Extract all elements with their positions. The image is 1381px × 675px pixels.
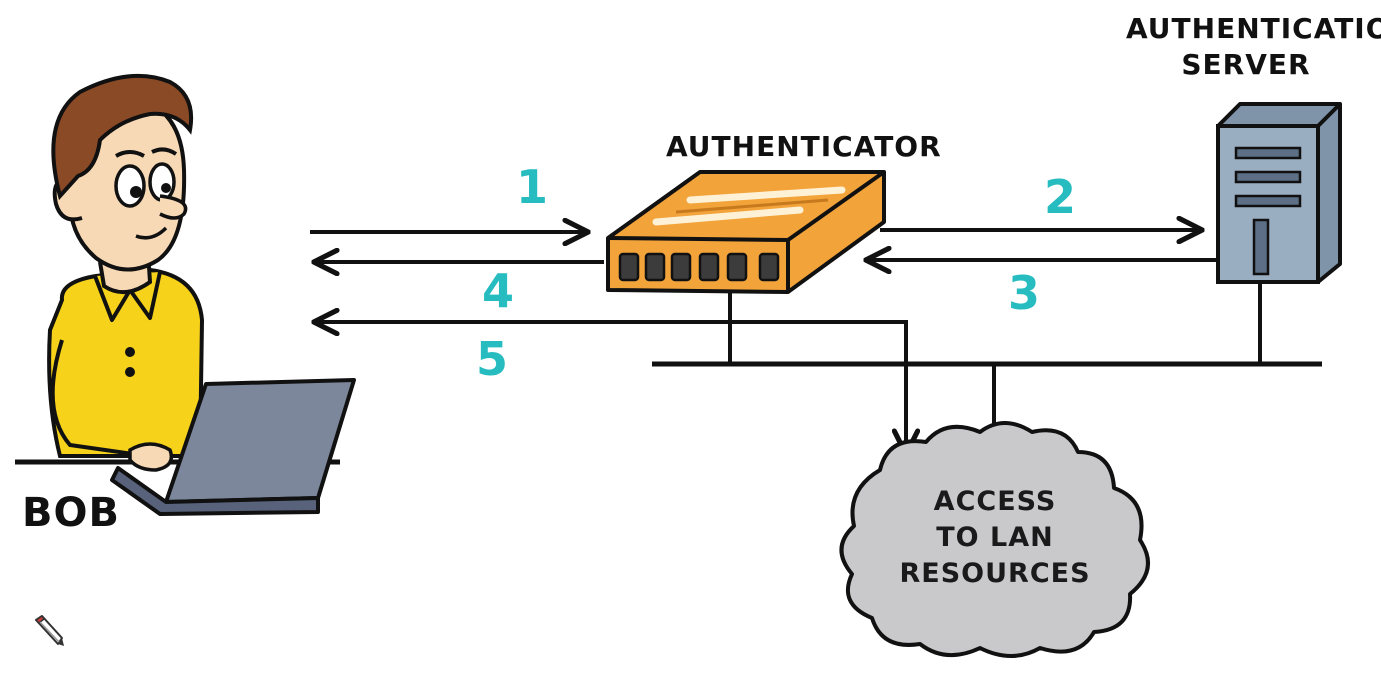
lan-resources-cloud — [839, 421, 1150, 658]
cloud-label-line1: ACCESS — [933, 486, 1057, 517]
server-label-line1: AUTHENTICATION — [1126, 12, 1381, 45]
authenticator-switch — [606, 170, 886, 294]
bob-person — [15, 73, 356, 516]
step-number-5: 5 — [476, 332, 509, 386]
lan-bus — [652, 282, 1322, 440]
cloud-label: ACCESS TO LAN RESOURCES — [870, 484, 1120, 592]
step-number-2: 2 — [1044, 170, 1077, 224]
cloud-label-line2: TO LAN — [936, 522, 1054, 553]
authentication-server — [1216, 102, 1342, 284]
pencil-cursor-icon — [34, 614, 64, 646]
step-number-4: 4 — [482, 264, 515, 318]
cloud-label-line3: RESOURCES — [899, 558, 1091, 589]
step-number-1: 1 — [516, 160, 549, 214]
step-number-3: 3 — [1008, 266, 1041, 320]
authenticator-label: AUTHENTICATOR — [666, 130, 942, 163]
arrow-step-5 — [316, 322, 908, 440]
person-label: BOB — [22, 490, 120, 536]
server-label-line2: SERVER — [1181, 48, 1311, 81]
